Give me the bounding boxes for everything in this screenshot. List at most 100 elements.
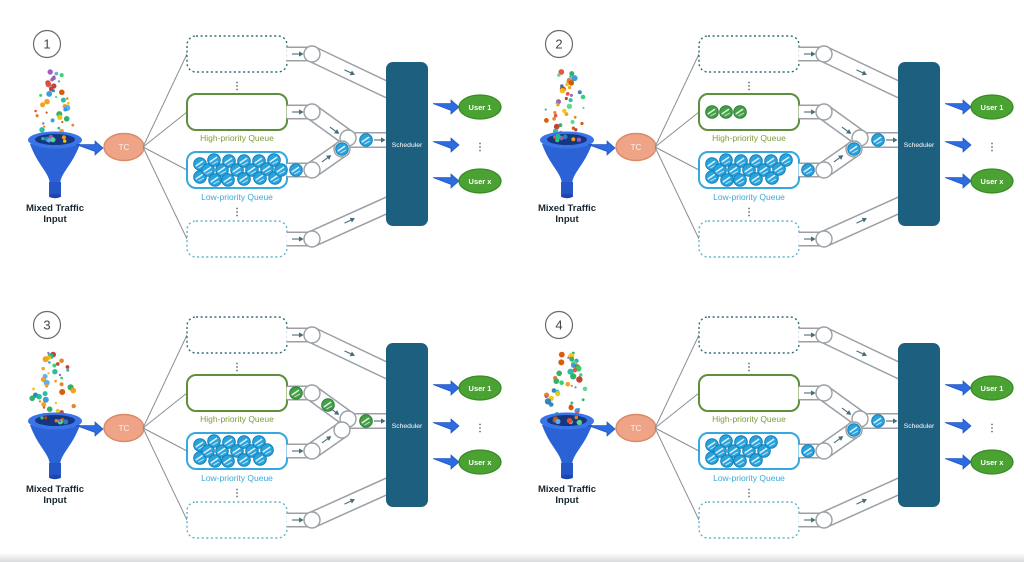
packet-ball-blue — [764, 154, 778, 168]
pipe-roller — [303, 511, 321, 529]
user1-node: User 1 — [970, 375, 1014, 401]
packet-ball-green — [733, 105, 747, 119]
user1-label: User 1 — [981, 384, 1004, 393]
flow-arrow-icon — [344, 69, 355, 76]
packet-ball-blue — [359, 133, 373, 147]
input-arrow-icon — [75, 140, 104, 156]
pipe-roller — [815, 230, 833, 248]
userx-label: User x — [469, 177, 493, 186]
queue-high — [698, 374, 800, 412]
packet-ball-blue — [207, 434, 221, 448]
packet-ball-blue — [267, 153, 281, 167]
queue-extra-bottom — [698, 220, 800, 258]
flow-arrow-icon — [841, 407, 852, 415]
scheduler-label: Scheduler — [904, 142, 935, 149]
packet-ball-blue — [749, 172, 763, 186]
pipe-roller — [303, 442, 321, 460]
flow-arrow-icon — [344, 350, 355, 357]
pipe-roller — [815, 45, 833, 63]
packet-ball-blue — [727, 444, 741, 458]
packet-ball-blue — [335, 142, 349, 156]
flow-arrow-icon — [292, 448, 304, 454]
funnel-icon — [540, 131, 594, 199]
userx-label: User x — [981, 458, 1005, 467]
packet-ball-blue — [222, 435, 236, 449]
packet-ball-blue — [252, 435, 266, 449]
scheduler-node: Scheduler — [898, 62, 940, 226]
packet-ball-green — [719, 105, 733, 119]
packet-ball-blue — [252, 154, 266, 168]
packet-ball-green — [289, 386, 303, 400]
packet-ball-blue — [847, 142, 861, 156]
packet-ball-blue — [719, 153, 733, 167]
high-queue-label: High-priority Queue — [712, 414, 786, 424]
flow-arrow-icon — [856, 69, 867, 76]
tc-node: TC — [615, 413, 657, 443]
pipe-roller — [333, 421, 351, 439]
userx-label: User x — [981, 177, 1005, 186]
mixed-traffic-line2: Input — [555, 214, 579, 225]
packet-ball-blue — [260, 162, 274, 176]
packet-ball-blue — [215, 444, 229, 458]
panel-number: 2 — [544, 29, 574, 59]
packet-ball-blue — [253, 452, 267, 466]
packet-ball-blue — [201, 444, 215, 458]
flow-arrow-icon — [321, 436, 332, 444]
packet-ball-blue — [847, 423, 861, 437]
queue-extra-bottom — [186, 501, 288, 539]
queues-ellipsis-top: ⋮ — [744, 81, 754, 92]
packet-ball-blue — [733, 454, 747, 468]
pipe-roller — [815, 384, 833, 402]
userx-arrow-icon — [944, 454, 972, 470]
low-queue-label: Low-priority Queue — [201, 192, 273, 202]
queues-ellipsis-bottom: ⋮ — [744, 488, 754, 499]
panel-number: 4 — [544, 310, 574, 340]
pipe-roller — [815, 161, 833, 179]
flow-arrow-icon — [292, 236, 304, 242]
mixed-traffic-line1: Mixed Traffic — [26, 484, 84, 495]
bottom-edge-shadow — [0, 553, 1024, 562]
high-queue-label: High-priority Queue — [200, 133, 274, 143]
high-queue-label: High-priority Queue — [200, 414, 274, 424]
flow-arrow-icon — [292, 332, 304, 338]
flow-arrow-icon — [292, 51, 304, 57]
flow-arrow-icon — [856, 498, 867, 505]
tc-label: TC — [631, 143, 642, 152]
packet-ball-blue — [201, 163, 215, 177]
packet-ball-blue — [230, 163, 244, 177]
userx-node: User x — [970, 168, 1014, 194]
tc-node: TC — [103, 413, 145, 443]
queues-ellipsis-top: ⋮ — [232, 362, 242, 373]
user1-node: User 1 — [970, 94, 1014, 120]
low-queue-label: Low-priority Queue — [713, 192, 785, 202]
user1-label: User 1 — [981, 103, 1004, 112]
packet-ball-blue — [230, 444, 244, 458]
tc-label: TC — [119, 424, 130, 433]
mixed-traffic-line1: Mixed Traffic — [538, 203, 596, 214]
userx-node: User x — [458, 449, 502, 475]
packet-ball-blue — [207, 153, 221, 167]
flow-arrow-icon — [292, 109, 304, 115]
flow-arrow-icon — [804, 236, 816, 242]
queues-ellipsis-bottom: ⋮ — [232, 207, 242, 218]
packet-ball-blue — [749, 154, 763, 168]
flow-arrow-icon — [374, 418, 386, 424]
scheduler-node: Scheduler — [386, 343, 428, 507]
mixed-traffic-line1: Mixed Traffic — [26, 203, 84, 214]
flow-arrow-icon — [886, 418, 898, 424]
queue-extra-top — [186, 316, 288, 354]
queue-extra-top — [698, 35, 800, 73]
fan-lines — [142, 53, 188, 240]
users-ellipsis: ⋮ — [475, 142, 485, 153]
panel-number: 1 — [32, 29, 62, 59]
low-queue-label: Low-priority Queue — [713, 473, 785, 483]
flow-arrow-icon — [804, 109, 816, 115]
panel-number-text: 3 — [43, 318, 50, 333]
tc-label: TC — [119, 143, 130, 152]
